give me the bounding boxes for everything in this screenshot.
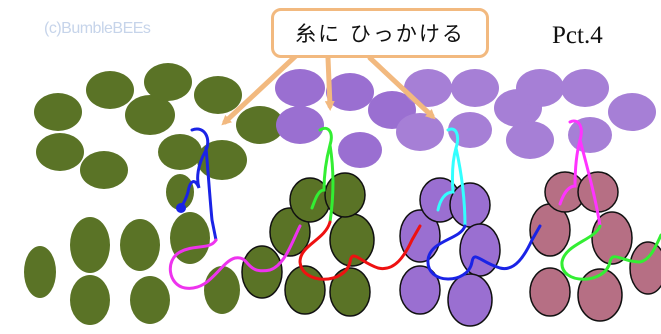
callout-label: 糸に ひっかける (295, 22, 465, 46)
bottom-mauve-flower (529, 171, 661, 322)
blue-thread-hook (178, 127, 218, 242)
picture-number: Pct.4 (552, 22, 603, 49)
callout-box: 糸に ひっかける (271, 8, 489, 58)
green-thread-hook (310, 126, 335, 224)
top-light-purple-flower (396, 69, 656, 159)
dark-blue-thread (426, 224, 542, 281)
red-thread (298, 220, 422, 281)
copyright-watermark: (c)BumbleBEEs (44, 20, 151, 37)
bottom-purple-flower (399, 177, 501, 327)
lime-thread (560, 224, 661, 281)
magenta-thread-hook (558, 119, 602, 228)
callout-arrows (221, 49, 436, 126)
blue-thread-end (176, 203, 186, 213)
cyan-thread-hook (436, 127, 467, 228)
bottom-green-flower (24, 172, 375, 325)
magenta-thread (169, 224, 302, 290)
top-green-flower (34, 63, 284, 189)
